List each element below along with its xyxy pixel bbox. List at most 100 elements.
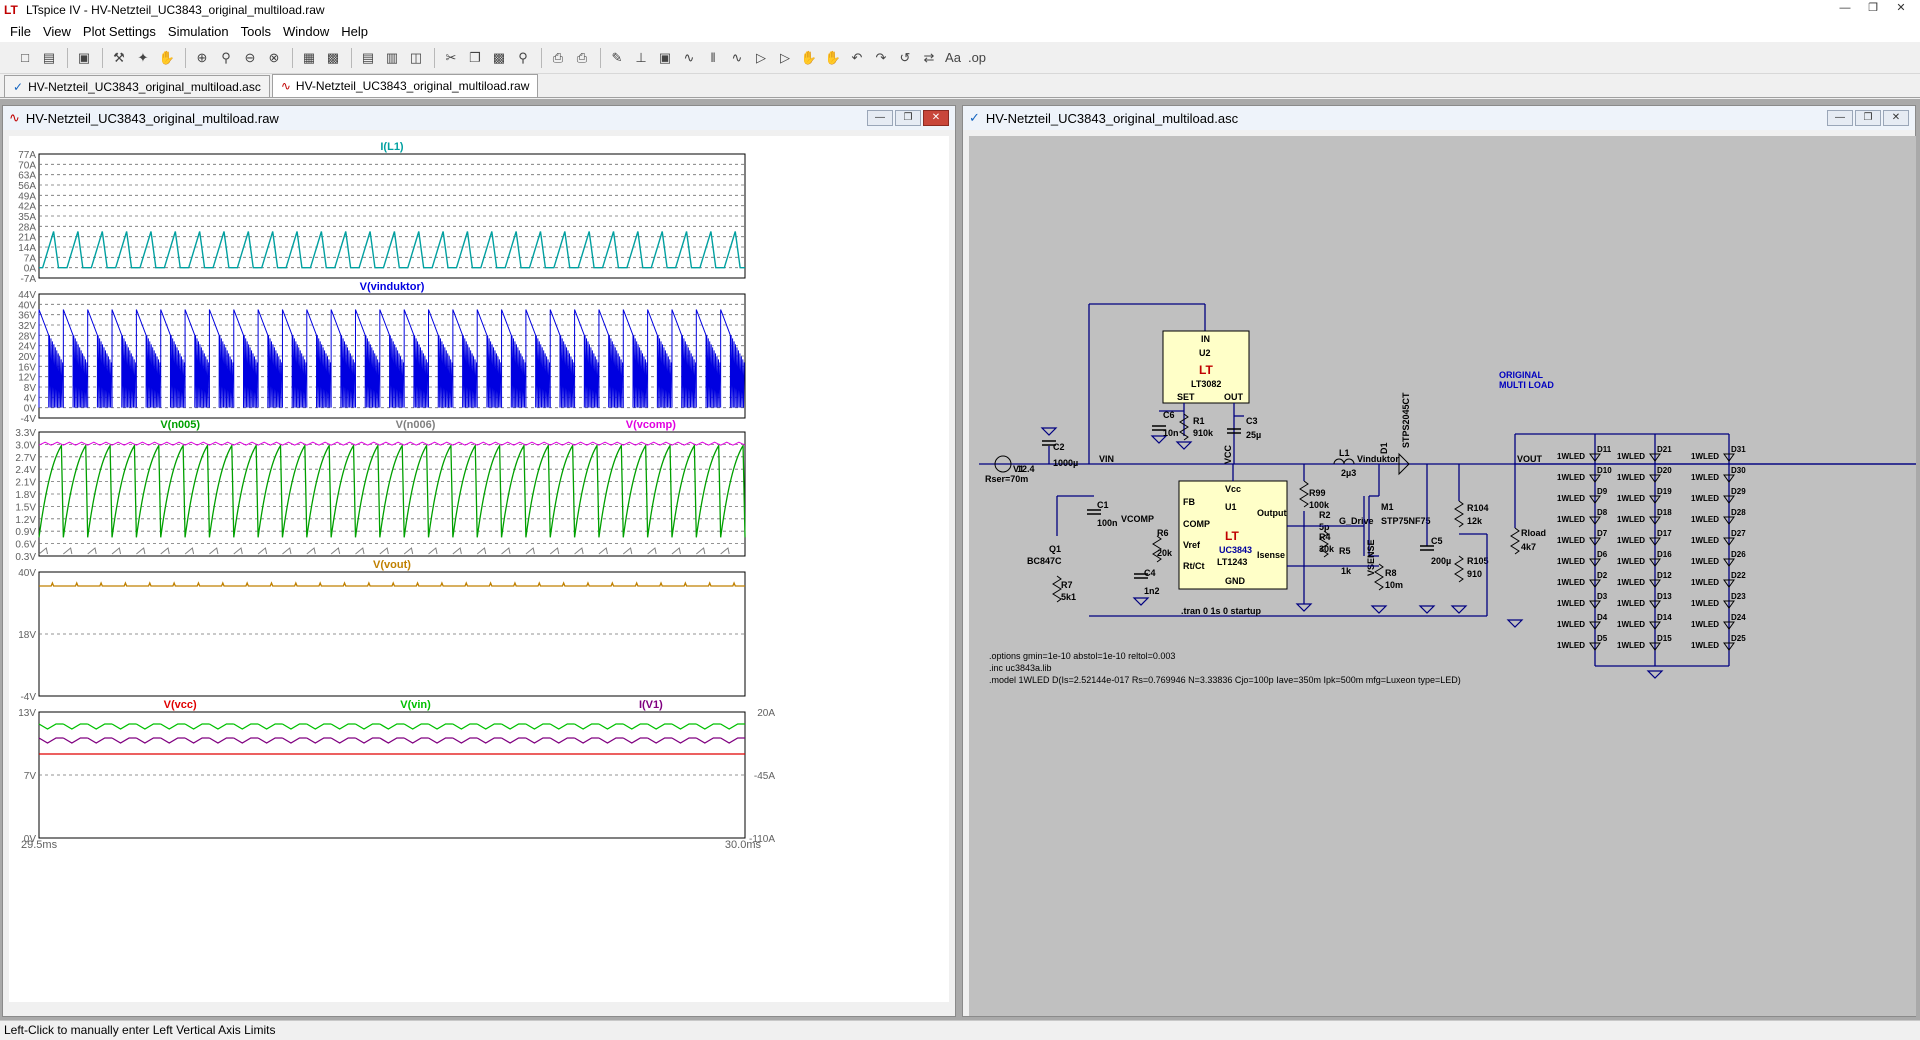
zoom-fit-icon[interactable]: ⊗ (268, 49, 280, 65)
part-ref: R1 (1193, 416, 1205, 426)
close-icon[interactable]: ✕ (1883, 110, 1909, 126)
component-icon[interactable]: ▷ (780, 49, 790, 65)
zoom-in-icon[interactable]: ⚲ (221, 49, 231, 65)
tile-vertical-icon[interactable]: ▥ (385, 49, 399, 65)
led-symbol (1589, 516, 1601, 525)
control-panel-icon[interactable]: ⚒ (113, 49, 125, 65)
minimize-icon[interactable]: — (867, 110, 893, 126)
capacitor-icon[interactable]: ‖ (710, 49, 716, 65)
copy-icon[interactable]: ❐ (469, 49, 481, 65)
save-icon[interactable]: ▣ (77, 49, 91, 65)
y-tick-label: 8V (24, 383, 37, 394)
tab-waveform[interactable]: ∿ HV-Netzteil_UC3843_original_multiload.… (271, 74, 539, 97)
led-ref: D13 (1657, 592, 1672, 601)
find-icon[interactable]: ⚲ (518, 49, 528, 65)
trace-curve (38, 547, 730, 555)
close-icon[interactable]: ✕ (923, 110, 949, 126)
close-icon[interactable]: ✕ (1896, 2, 1906, 14)
inductor-icon[interactable]: ∿ (731, 49, 743, 65)
diode-icon[interactable]: ▷ (756, 49, 766, 65)
drag-icon[interactable]: ✋ (824, 49, 842, 65)
led-ref: D21 (1657, 445, 1672, 454)
move-icon[interactable]: ✋ (800, 49, 818, 65)
part-ref: V1 (1013, 464, 1024, 474)
x-axis-start-label: 29.5ms (21, 839, 58, 851)
ground-symbol (1040, 427, 1058, 436)
wire-icon[interactable]: ✎ (611, 49, 623, 65)
menu-file[interactable]: File (10, 23, 31, 39)
part-value: 10n (1163, 428, 1179, 438)
tile-horizontal-icon[interactable]: ▤ (361, 49, 375, 65)
part-ref: D1 (1379, 442, 1389, 454)
ground-symbol (1450, 605, 1468, 614)
cut-icon[interactable]: ✂ (445, 49, 457, 65)
led-ref: D29 (1731, 487, 1746, 496)
y-tick-label: 28V (18, 331, 36, 342)
rotate-icon[interactable]: ↺ (899, 49, 911, 65)
print-setup-icon[interactable]: ⎙ (552, 49, 564, 65)
undo-icon[interactable]: ↶ (851, 49, 863, 65)
part-value: 30k (1319, 544, 1335, 554)
mirror-icon[interactable]: ⇄ (923, 49, 935, 65)
part-ref: R8 (1385, 568, 1397, 578)
led-symbol (1649, 642, 1661, 651)
led-model: 1WLED (1617, 557, 1645, 566)
led-model: 1WLED (1691, 599, 1719, 608)
part-value: 10m (1385, 580, 1403, 590)
ground-icon[interactable]: ⊥ (635, 49, 647, 65)
zoom-out-icon[interactable]: ⊖ (244, 49, 256, 65)
menu-tools[interactable]: Tools (240, 23, 271, 39)
part-value: 200µ (1431, 556, 1451, 566)
menu-window[interactable]: Window (282, 23, 330, 39)
menu-simulation[interactable]: Simulation (167, 23, 229, 39)
cascade-icon[interactable]: ◫ (409, 49, 423, 65)
led-symbol (1723, 453, 1735, 462)
halt-icon[interactable]: ✋ (158, 49, 176, 65)
maximize-icon[interactable]: ❐ (1868, 2, 1878, 14)
paste-icon[interactable]: ▩ (492, 49, 506, 65)
y-tick-label: 28A (18, 222, 36, 233)
tab-schematic[interactable]: ✓ HV-Netzteil_UC3843_original_multiload.… (4, 75, 270, 97)
spice-directive-icon[interactable]: .op (967, 49, 987, 65)
waveform-window-title: HV-Netzteil_UC3843_original_multiload.ra… (25, 110, 279, 126)
menu-help[interactable]: Help (341, 23, 368, 39)
part-value: 100k (1309, 500, 1330, 510)
minimize-icon[interactable]: — (1827, 110, 1853, 126)
minimize-icon[interactable]: — (1839, 2, 1851, 14)
y-tick-label: 40V (18, 300, 36, 311)
restore-icon[interactable]: ❐ (1855, 110, 1881, 126)
led-model: 1WLED (1557, 557, 1585, 566)
title-bar: LT LTspice IV - HV-Netzteil_UC3843_origi… (0, 0, 1920, 20)
ic-pin-label: Rt/Ct (1183, 561, 1205, 571)
ic-pin-label: IN (1201, 334, 1210, 344)
part-ref: R2 (1319, 510, 1331, 520)
resistor-symbol (1510, 527, 1520, 555)
run-icon[interactable]: ✦ (137, 49, 149, 65)
menu-plot-settings[interactable]: Plot Settings (82, 23, 156, 39)
redo-icon[interactable]: ↷ (875, 49, 887, 65)
open-folder-icon[interactable]: ▤ (42, 49, 56, 65)
restore-icon[interactable]: ❐ (895, 110, 921, 126)
new-schematic-icon[interactable]: □ (21, 49, 29, 65)
menu-view[interactable]: View (42, 23, 71, 39)
print-icon[interactable]: ⎙ (576, 49, 588, 65)
led-symbol (1649, 453, 1661, 462)
fft-icon[interactable]: ▩ (326, 49, 340, 65)
y-tick-label: 40V (18, 568, 36, 579)
text-icon[interactable]: Aa (945, 49, 961, 65)
part-value: 910 (1467, 569, 1482, 579)
ground-symbol (1646, 670, 1664, 679)
led-ref: D3 (1597, 592, 1608, 601)
led-model: 1WLED (1691, 515, 1719, 524)
label-net-icon[interactable]: ▣ (658, 49, 672, 65)
autorange-icon[interactable]: ▦ (302, 49, 316, 65)
ic-pin-label: Vref (1183, 540, 1201, 550)
zoom-area-icon[interactable]: ⊕ (196, 49, 208, 65)
schematic-window: ✓ HV-Netzteil_UC3843_original_multiload.… (962, 105, 1920, 1017)
led-ref: D6 (1597, 550, 1608, 559)
waveform-plots[interactable]: 77A70A63A56A49A42A35A28A21A14A7A0A-7AI(L… (9, 136, 949, 1002)
resistor-icon[interactable]: ∿ (683, 49, 695, 65)
